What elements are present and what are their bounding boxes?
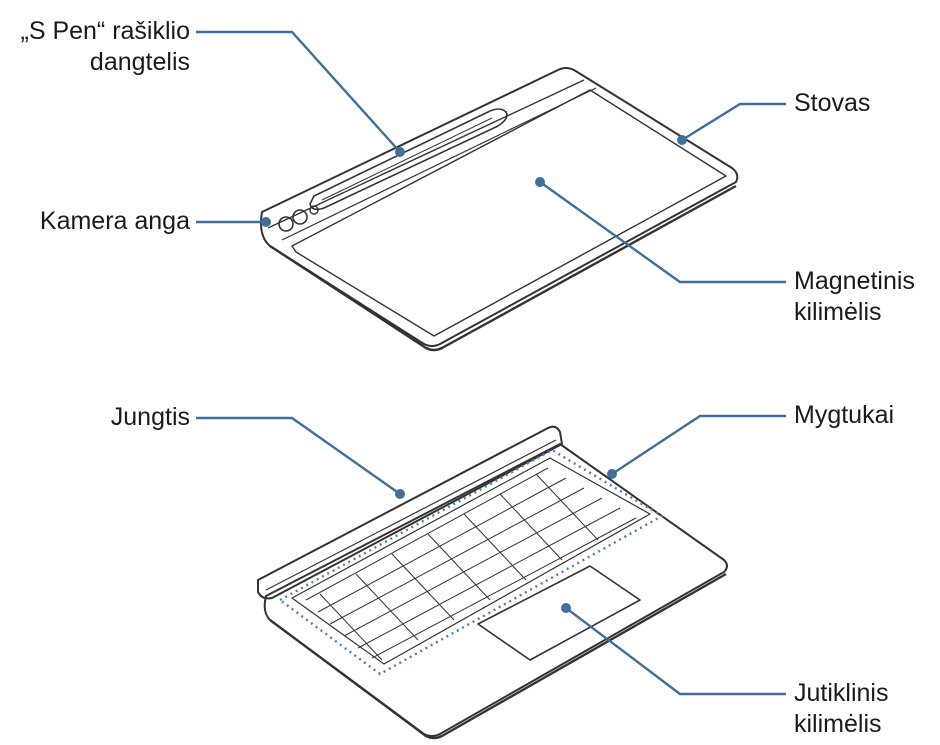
label-magnetic-pad-line1: Magnetinis (794, 267, 915, 295)
camera-ring-2 (292, 209, 308, 225)
key-grid (305, 467, 637, 661)
leader-lines (196, 30, 786, 696)
leader-magnetic (539, 181, 786, 284)
strip-line (267, 79, 585, 229)
label-magnetic-pad-line2: kilimėlis (794, 298, 882, 326)
leader-dots (261, 135, 687, 613)
leader-keys (611, 414, 786, 476)
magnetic-pad-shape (291, 89, 727, 337)
keys-dotted-outline (278, 448, 664, 676)
leader-stand (681, 102, 786, 142)
label-spen-cover-line1: „S Pen“ rašiklio (20, 17, 191, 45)
hinge-line (265, 439, 557, 591)
spen-slot-inner (321, 117, 493, 201)
leader-touchpad (565, 607, 786, 696)
label-connector: Jungtis (110, 403, 190, 431)
cover-outer (260, 67, 739, 347)
label-spen-cover-line2: dangtelis (89, 48, 190, 76)
leader-spen (196, 30, 401, 153)
keyboard-base (263, 443, 728, 737)
label-spen-cover: „S Pen“ rašiklio dangtelis (6, 16, 191, 78)
spen-slot (309, 108, 508, 211)
touchpad-shape (477, 565, 641, 661)
camera-ring-3 (309, 205, 319, 215)
strip-line-2 (281, 87, 597, 241)
label-stand: Stovas (794, 89, 871, 117)
keyboard-base-edge (269, 572, 727, 740)
cover-edge (269, 184, 737, 352)
key-area (291, 457, 651, 665)
leader-connector (196, 416, 401, 495)
label-touchpad: Jutiklinis kilimėlis (794, 678, 888, 740)
hinge-bar (257, 425, 563, 600)
label-magnetic-pad: Magnetinis kilimėlis (794, 266, 915, 328)
label-touchpad-line2: kilimėlis (794, 710, 882, 738)
label-touchpad-line1: Jutiklinis (794, 679, 889, 707)
cover-illustration (260, 67, 739, 352)
label-camera-opening: Kamera anga (39, 207, 190, 235)
label-keys: Mygtukai (794, 401, 895, 429)
camera-ring-1 (278, 216, 294, 232)
keyboard-illustration (257, 425, 728, 740)
